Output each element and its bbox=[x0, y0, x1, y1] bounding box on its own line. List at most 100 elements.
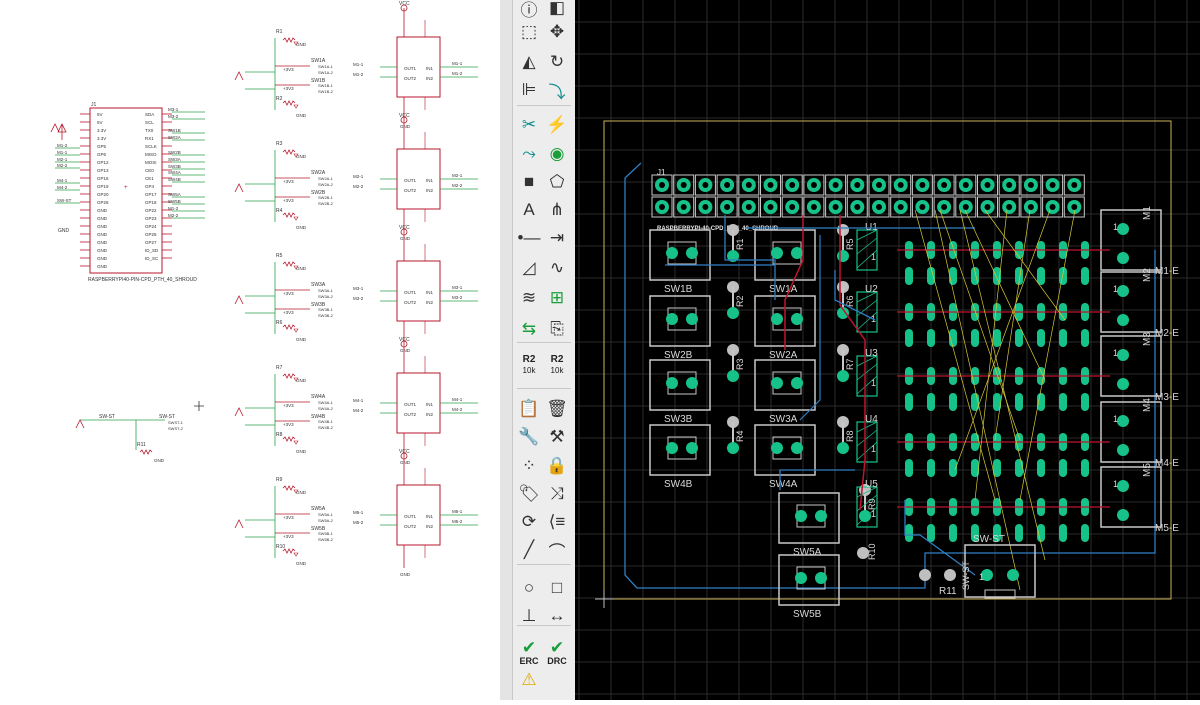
motor-driver-block[interactable]: R3R4GNDGNDSW2ASW2B+3V3+3V3SW2A-1SW2A-2SW… bbox=[234, 113, 478, 241]
rotate-button[interactable]: ↻ bbox=[543, 48, 571, 76]
switch-footprint[interactable]: SW2B bbox=[649, 295, 711, 361]
switch-pad[interactable] bbox=[791, 442, 803, 454]
lock-button[interactable]: 🔒 bbox=[543, 452, 571, 480]
resistor-pad[interactable] bbox=[727, 307, 739, 319]
motor-pad[interactable] bbox=[1117, 444, 1129, 456]
text-button[interactable]: A bbox=[515, 196, 543, 224]
motor-pad[interactable] bbox=[1117, 378, 1129, 390]
motor-pad[interactable] bbox=[1117, 415, 1129, 427]
switch-pad[interactable] bbox=[666, 247, 678, 259]
paste-button[interactable]: 📋 bbox=[515, 395, 543, 423]
signal-button[interactable]: ≋ bbox=[515, 284, 543, 312]
replace-button[interactable]: ⇆ bbox=[515, 315, 543, 343]
switch-pad[interactable] bbox=[795, 510, 807, 522]
resistor-pad[interactable] bbox=[837, 370, 849, 382]
via-button[interactable]: ◉ bbox=[543, 140, 571, 168]
measure-button[interactable]: ↔ bbox=[543, 602, 571, 630]
erc-button[interactable]: ✔ bbox=[515, 634, 543, 662]
copy-button[interactable]: ⎘ bbox=[543, 315, 571, 343]
switch-pad[interactable] bbox=[666, 442, 678, 454]
motor-pad[interactable] bbox=[1117, 349, 1129, 361]
switch-pad[interactable] bbox=[686, 313, 698, 325]
dimension-button[interactable]: ⊥ bbox=[515, 602, 543, 630]
motor-driver-block[interactable]: R7R8GNDGNDSW4ASW4B+3V3+3V3SW4A-1SW4A-2SW… bbox=[234, 337, 478, 465]
resistor-pad[interactable] bbox=[727, 370, 739, 382]
motor-pad[interactable] bbox=[1117, 480, 1129, 492]
schematic-canvas[interactable]: J1RASPBERRYPI40-PIN-CPD_PTH_40_SHROUD5V5… bbox=[0, 0, 500, 700]
warning-button[interactable]: ⚠ bbox=[515, 666, 543, 694]
ripup-button[interactable]: ✂ bbox=[515, 111, 543, 139]
meander-button[interactable]: ∿ bbox=[543, 254, 571, 282]
resistor-footprint[interactable]: R2 bbox=[727, 281, 745, 319]
circle-button[interactable]: ○ bbox=[515, 574, 543, 602]
name-tool-value[interactable]: 10k bbox=[522, 366, 536, 375]
rect-button[interactable]: □ bbox=[543, 574, 571, 602]
value-tool-name[interactable]: R2 bbox=[550, 354, 564, 365]
resistor-pad[interactable] bbox=[919, 569, 931, 581]
rpi-header-footprint[interactable] bbox=[651, 174, 1085, 218]
motor-pad[interactable] bbox=[1117, 509, 1129, 521]
optimize-button[interactable]: ⤳ bbox=[515, 140, 543, 168]
switch-footprint[interactable]: SW1B bbox=[649, 229, 711, 295]
switch-pad[interactable] bbox=[686, 377, 698, 389]
tag-button[interactable]: 🏷 bbox=[515, 480, 543, 508]
move-button[interactable]: ✥ bbox=[543, 18, 571, 46]
polygon-button[interactable]: ⬠ bbox=[543, 168, 571, 196]
split-button[interactable]: ⋔ bbox=[543, 196, 571, 224]
motor-driver-block[interactable]: R9R10GNDGNDSW5ASW5B+3V3+3V3SW5A-1SW5A-2S… bbox=[234, 449, 478, 577]
resistor-pad[interactable] bbox=[944, 569, 956, 581]
resistor-pad[interactable] bbox=[727, 250, 739, 262]
motor-pad[interactable] bbox=[1117, 285, 1129, 297]
resistor-pad[interactable] bbox=[837, 442, 849, 454]
wrench-button[interactable]: 🔧 bbox=[515, 423, 543, 451]
select-button[interactable]: ⬚ bbox=[515, 18, 543, 46]
switch-pad[interactable] bbox=[795, 572, 807, 584]
switch-pad[interactable] bbox=[666, 377, 678, 389]
motor-driver-block[interactable]: R5R6GNDGNDSW3ASW3B+3V3+3V3SW3A-1SW3A-2SW… bbox=[234, 225, 478, 353]
motor-pad[interactable] bbox=[1117, 223, 1129, 235]
switch-pad[interactable] bbox=[1007, 569, 1019, 581]
switch-footprint[interactable]: SW5B bbox=[778, 554, 840, 620]
align-button[interactable]: ⊫ bbox=[515, 76, 543, 104]
resistor-pad[interactable] bbox=[859, 510, 871, 522]
route-button[interactable]: ⤵ bbox=[543, 76, 571, 104]
resistor-pad[interactable] bbox=[837, 307, 849, 319]
layers-button[interactable]: ◧ bbox=[543, 0, 571, 22]
rpi-header-symbol[interactable] bbox=[89, 107, 163, 274]
line-button[interactable]: ╱ bbox=[515, 536, 543, 564]
switch-pad[interactable] bbox=[771, 313, 783, 325]
drc-label[interactable]: DRC bbox=[547, 656, 567, 666]
switch-footprint[interactable]: SW4B bbox=[649, 424, 711, 490]
motor-pad[interactable] bbox=[1117, 314, 1129, 326]
resistor-footprint[interactable]: R1 bbox=[727, 224, 745, 262]
switch-footprint[interactable]: SW4A bbox=[754, 424, 816, 490]
pad-button[interactable]: ■ bbox=[515, 168, 543, 196]
board-canvas[interactable]: J1RASPBERRYPI-40-CPD_PTH_40_SHROUDSW1BSW… bbox=[575, 0, 1200, 700]
switch-pad[interactable] bbox=[791, 313, 803, 325]
resistor-pad[interactable] bbox=[857, 547, 869, 559]
switch-footprint[interactable]: SW3B bbox=[649, 359, 711, 425]
motor-driver-block[interactable]: R1R2GNDGNDSW1ASW1B+3V3+3V3SW1A-1SW1A-2SW… bbox=[234, 1, 478, 129]
delete-button[interactable]: 🗑 bbox=[543, 395, 571, 423]
info-button[interactable]: ⓘ bbox=[515, 0, 543, 22]
autoroute-button[interactable]: ⚡ bbox=[543, 111, 571, 139]
switch-footprint[interactable]: SW5A bbox=[778, 492, 840, 558]
motor-pad[interactable] bbox=[1117, 252, 1129, 264]
switch-pad[interactable] bbox=[791, 247, 803, 259]
resistor-footprint[interactable]: R3 bbox=[727, 344, 745, 382]
switch-footprint[interactable]: SW1A bbox=[754, 229, 816, 295]
switch-footprint[interactable]: SW3A bbox=[754, 359, 816, 425]
switch-pad[interactable] bbox=[771, 377, 783, 389]
switch-pad[interactable] bbox=[815, 510, 827, 522]
erc-label[interactable]: ERC bbox=[519, 656, 539, 666]
switch-pad[interactable] bbox=[686, 442, 698, 454]
pin-swap-button[interactable]: ⟳ bbox=[515, 508, 543, 536]
resistor-footprint[interactable]: R7 bbox=[837, 344, 855, 382]
